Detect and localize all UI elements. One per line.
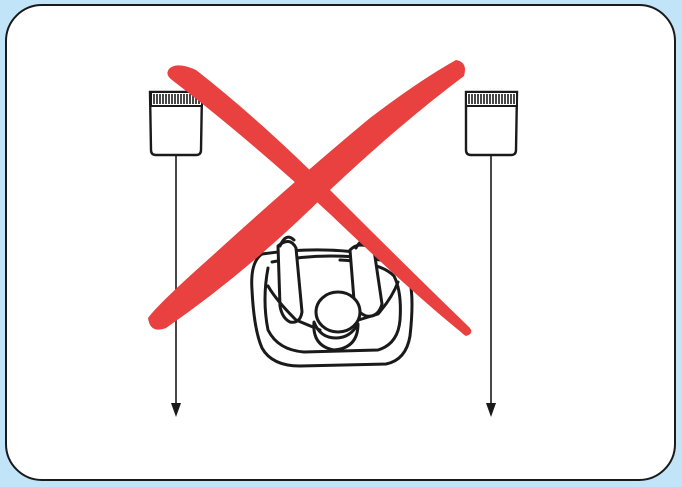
left-speaker-icon xyxy=(150,92,202,155)
right-speaker-icon xyxy=(466,92,517,155)
rounded-panel xyxy=(6,5,675,480)
